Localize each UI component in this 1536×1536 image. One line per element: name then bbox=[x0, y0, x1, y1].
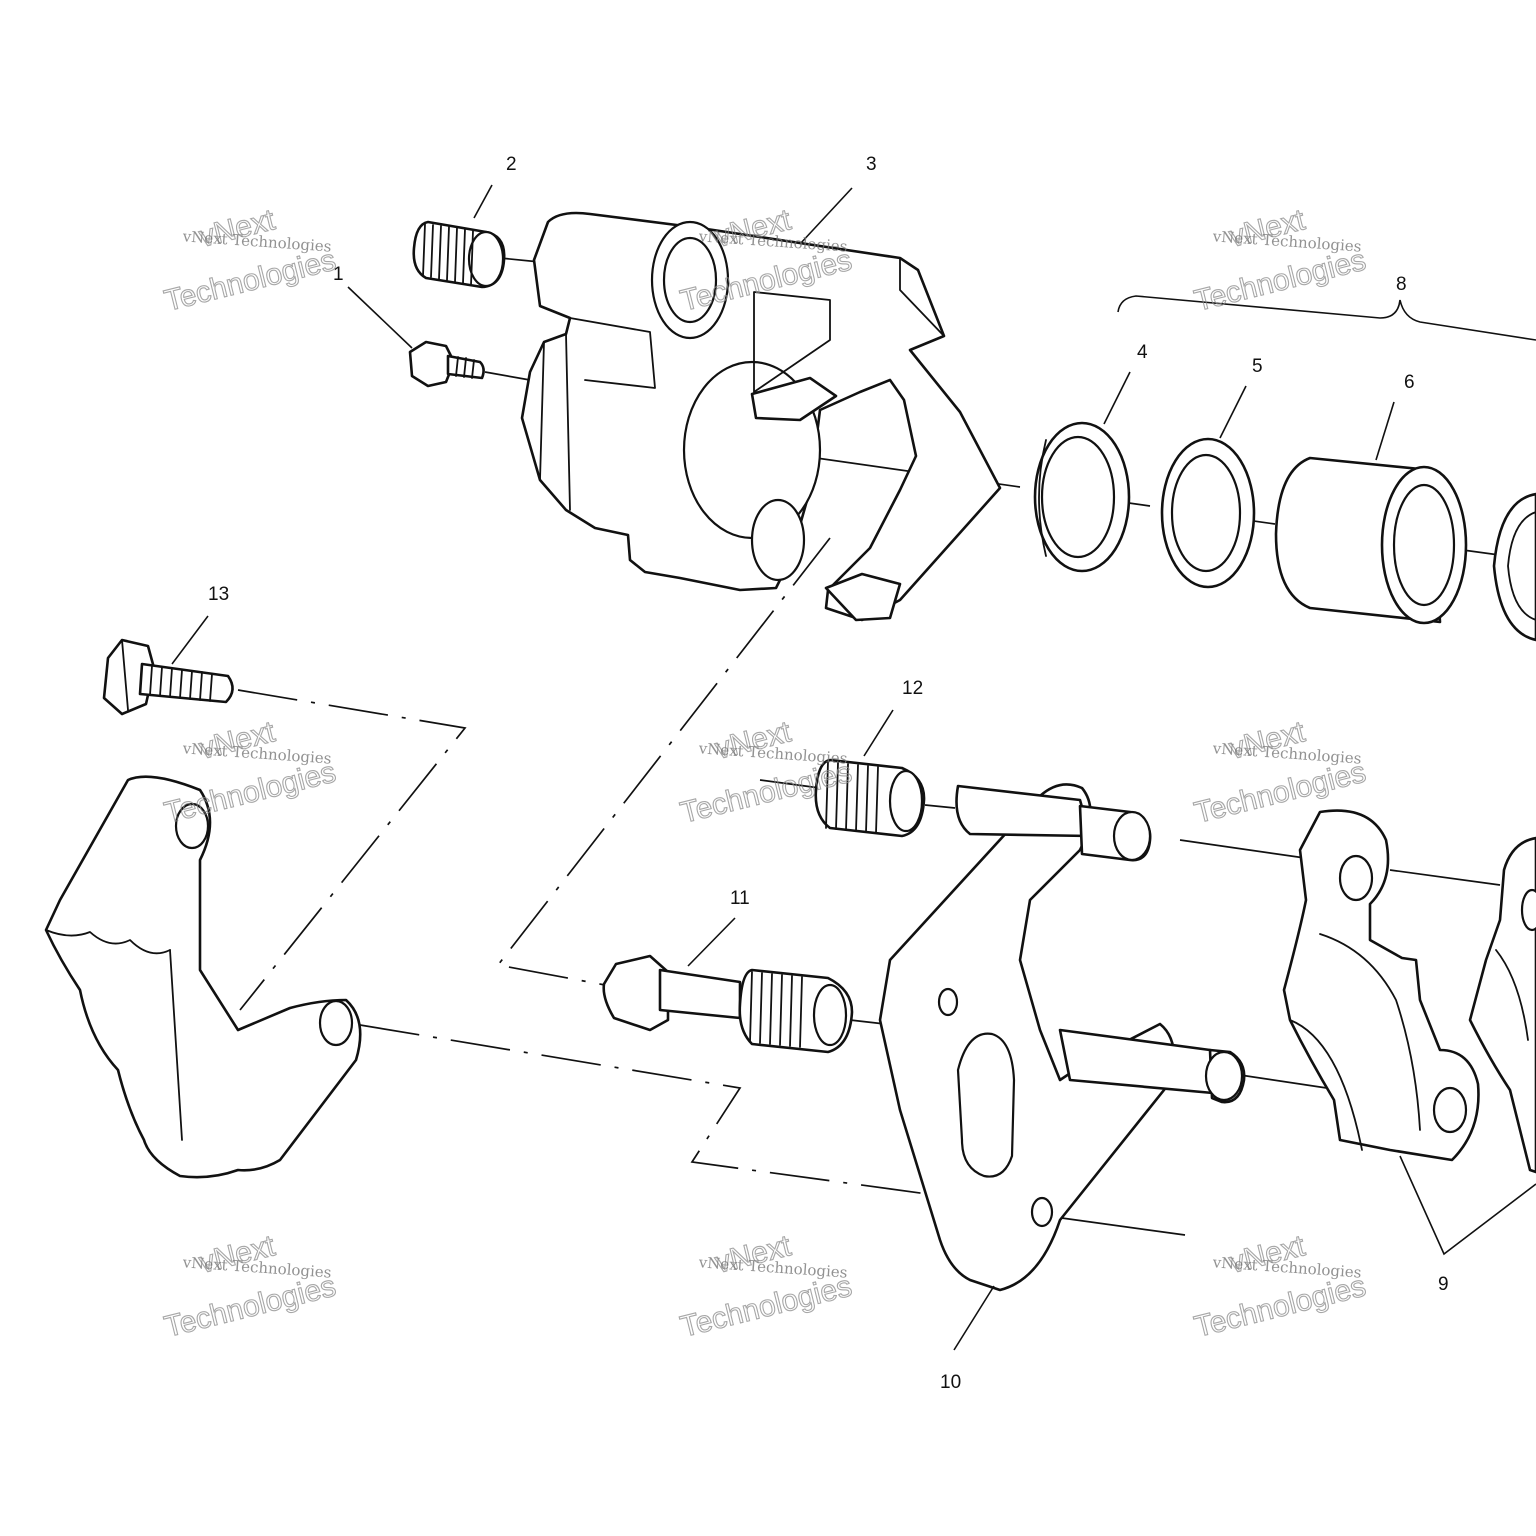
watermark: vNext vNext Technologies Technologies bbox=[161, 715, 340, 831]
callout-6: 6 bbox=[1404, 372, 1415, 393]
watermark-technologies: Technologies bbox=[161, 756, 339, 830]
watermark: vNext vNext Technologies Technologies bbox=[1191, 203, 1370, 319]
callout-3: 3 bbox=[866, 154, 877, 175]
steering-knuckle-bracket bbox=[44, 775, 362, 1179]
part-13-mounting-bolt bbox=[102, 638, 234, 716]
part-2-threaded-plug bbox=[412, 220, 506, 289]
watermark: vNext vNext Technologies Technologies bbox=[1191, 1229, 1370, 1345]
callout-5: 5 bbox=[1252, 356, 1263, 377]
part-5-dust-boot bbox=[1160, 437, 1256, 589]
watermark-technologies: Technologies bbox=[161, 244, 339, 318]
watermark-technologies: Technologies bbox=[161, 1270, 339, 1344]
watermark: vNext vNext Technologies Technologies bbox=[161, 203, 340, 319]
watermark-technologies: Technologies bbox=[1191, 244, 1369, 318]
callout-9: 9 bbox=[1438, 1274, 1449, 1295]
callout-10: 10 bbox=[940, 1372, 961, 1393]
callout-labels: 1 2 3 4 5 6 8 9 10 11 12 13 bbox=[208, 154, 1449, 1393]
callout-11: 11 bbox=[730, 888, 750, 909]
watermark: vNext vNext Technologies Technologies bbox=[677, 1229, 856, 1345]
part-9-brake-pad-inner bbox=[1282, 809, 1480, 1162]
part-6-piston bbox=[1274, 456, 1468, 625]
callout-1: 1 bbox=[333, 264, 344, 285]
callout-2: 2 bbox=[506, 154, 517, 175]
part-12-threaded-sleeve bbox=[814, 758, 926, 838]
watermark: vNext vNext Technologies Technologies bbox=[161, 1229, 340, 1345]
part-1-bleeder-screw bbox=[408, 340, 485, 388]
callout-13: 13 bbox=[208, 584, 229, 605]
part-11-guide-pin bbox=[602, 954, 854, 1054]
part-10-mounting-bracket bbox=[878, 783, 1246, 1292]
callout-leader-lines bbox=[171, 184, 1536, 1351]
callout-4: 4 bbox=[1137, 342, 1148, 363]
part-4-seal-ring bbox=[1033, 421, 1131, 573]
callout-8: 8 bbox=[1396, 274, 1407, 295]
watermark-technologies: Technologies bbox=[1191, 1270, 1369, 1344]
watermark-technologies: Technologies bbox=[677, 1270, 855, 1344]
part-9-brake-pad-outer bbox=[1468, 836, 1536, 1174]
part-3-caliper-body bbox=[520, 211, 1002, 622]
part-7-partial-ring bbox=[1492, 492, 1536, 642]
callout-12: 12 bbox=[902, 678, 923, 699]
